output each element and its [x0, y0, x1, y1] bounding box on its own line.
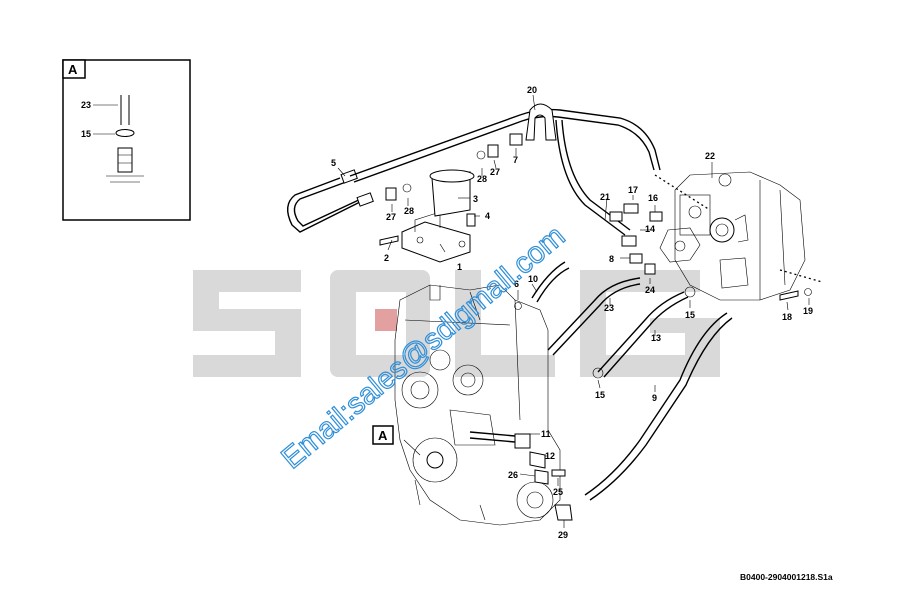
label-3: 3	[473, 194, 478, 204]
label-20: 20	[527, 85, 537, 95]
label-16: 16	[648, 193, 658, 203]
label-2: 2	[384, 253, 389, 263]
label-14: 14	[645, 224, 655, 234]
detail-label-15: 15	[81, 129, 91, 139]
label-1: 1	[457, 262, 462, 272]
detail-label-23: 23	[81, 100, 91, 110]
label-4: 4	[485, 211, 490, 221]
label-29: 29	[558, 530, 568, 540]
label-19: 19	[803, 306, 813, 316]
label-28a: 28	[404, 206, 414, 216]
label-15b: 15	[595, 390, 605, 400]
fittings	[379, 133, 812, 521]
label-24: 24	[645, 285, 655, 295]
label-26: 26	[508, 470, 518, 480]
control-valve-block	[659, 171, 806, 301]
label-23: 23	[604, 303, 614, 313]
label-28b: 28	[477, 174, 487, 184]
label-25: 25	[553, 487, 563, 497]
label-27a: 27	[386, 212, 396, 222]
callout-a-letter: A	[378, 428, 388, 443]
label-27b: 27	[490, 167, 500, 177]
label-13: 13	[651, 333, 661, 343]
label-5: 5	[331, 158, 336, 168]
part-number-labels: 1 2 3 4 5 6 7 8 9 10 11 12 13 14 15 15 1…	[331, 85, 813, 540]
label-22: 22	[705, 151, 715, 161]
callout-a: A	[372, 425, 394, 445]
label-12: 12	[545, 451, 555, 461]
label-8: 8	[609, 254, 614, 264]
transmission-housing	[394, 284, 561, 526]
detail-box-letter: A	[68, 62, 78, 77]
label-6: 6	[514, 279, 519, 289]
watermark-logo	[193, 270, 720, 377]
label-21: 21	[600, 192, 610, 202]
label-18: 18	[782, 312, 792, 322]
label-10: 10	[528, 274, 538, 284]
label-9: 9	[652, 393, 657, 403]
label-15a: 15	[685, 310, 695, 320]
drawing-code: B0400-2904001218.S1a	[740, 572, 833, 582]
label-7: 7	[513, 155, 518, 165]
label-17: 17	[628, 185, 638, 195]
label-11: 11	[541, 429, 551, 439]
detail-box-a: A 23 15	[62, 59, 191, 221]
hoses	[287, 103, 733, 501]
leader-lines	[337, 94, 810, 528]
